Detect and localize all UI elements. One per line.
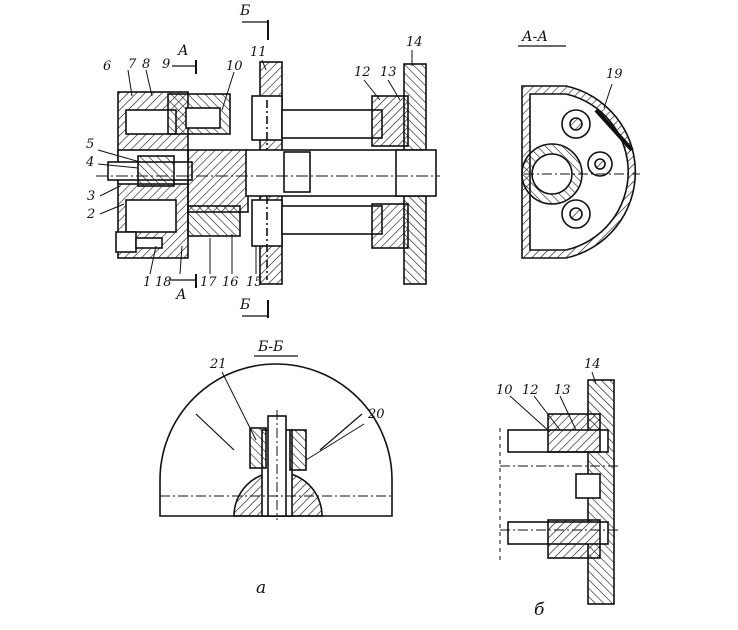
- section-bb-title: Б-Б: [258, 339, 284, 355]
- label-17: 17: [200, 275, 217, 290]
- label-10: 10: [226, 59, 243, 74]
- label-13: 13: [380, 65, 397, 80]
- cut-letter-a-top: А: [178, 43, 189, 59]
- label-detail-13: 13: [554, 383, 571, 398]
- label-3: 3: [87, 189, 96, 204]
- cut-letter-b-top: Б: [240, 3, 251, 19]
- label-8: 8: [142, 57, 151, 72]
- main-view: [96, 20, 440, 318]
- label-19: 19: [606, 67, 623, 82]
- cut-letter-b-bottom: Б: [240, 297, 251, 313]
- label-14: 14: [406, 35, 423, 50]
- label-20: 20: [368, 407, 385, 422]
- label-detail-10: 10: [496, 383, 513, 398]
- label-1: 1: [143, 275, 152, 290]
- label-5: 5: [86, 137, 95, 152]
- section-aa-title: А-А: [522, 29, 548, 45]
- cut-letter-a-bottom: А: [176, 287, 187, 303]
- label-15: 15: [246, 275, 263, 290]
- label-11: 11: [250, 45, 267, 60]
- label-6: 6: [103, 59, 112, 74]
- label-4: 4: [86, 155, 95, 170]
- section-bb-view: [159, 355, 393, 520]
- label-16: 16: [222, 275, 239, 290]
- label-detail-14: 14: [584, 357, 601, 372]
- label-2: 2: [87, 207, 96, 222]
- caption-a: а: [256, 578, 267, 598]
- label-9: 9: [162, 57, 171, 72]
- label-12: 12: [354, 65, 371, 80]
- caption-b: б: [534, 600, 545, 620]
- label-7: 7: [128, 57, 137, 72]
- label-detail-12: 12: [522, 383, 539, 398]
- section-aa-view: [518, 45, 640, 259]
- label-21: 21: [210, 357, 227, 372]
- detail-b-view: [499, 371, 620, 605]
- label-18: 18: [155, 275, 172, 290]
